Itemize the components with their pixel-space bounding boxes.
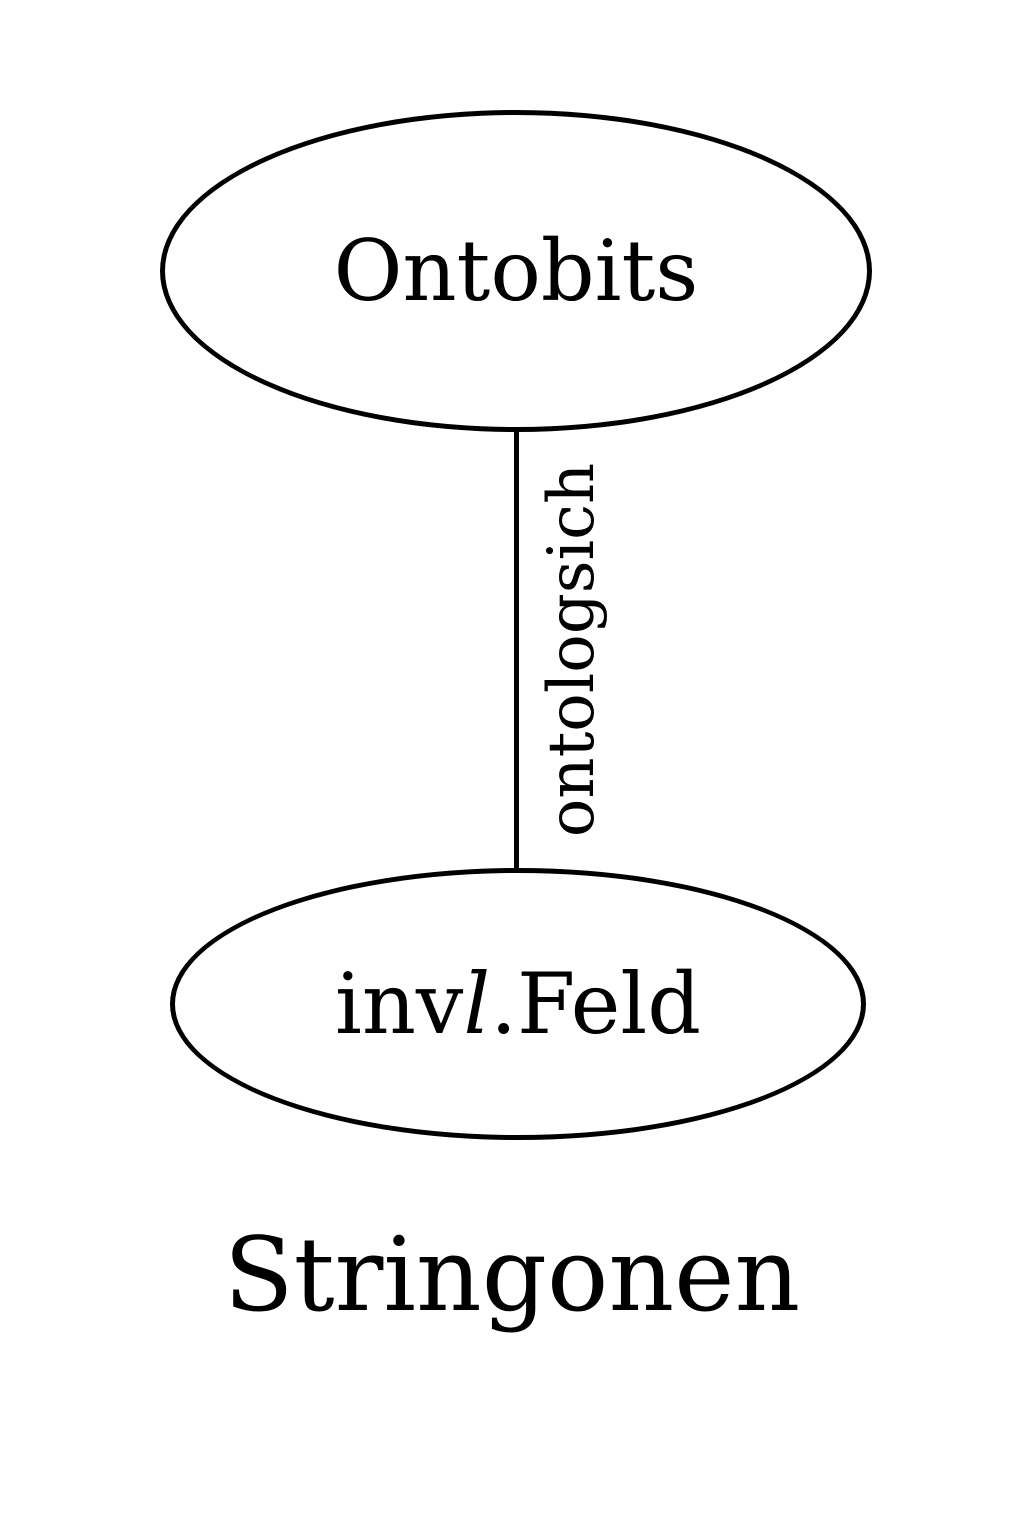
- node-invl-feld-label-variable: l: [463, 955, 491, 1053]
- node-ontobits: Ontobits: [160, 110, 872, 432]
- node-ontobits-label: Ontobits: [333, 222, 699, 320]
- node-invl-feld-label: invl.Feld: [335, 962, 701, 1046]
- node-invl-feld-label-prefix: inv: [334, 955, 464, 1053]
- edge-label: ontologsich: [535, 462, 609, 838]
- graph-title: Stringonen: [223, 1216, 801, 1335]
- node-invl-feld-label-suffix: .Feld: [490, 955, 702, 1053]
- node-invl-feld: invl.Feld: [170, 868, 866, 1140]
- edge-line: [514, 430, 519, 870]
